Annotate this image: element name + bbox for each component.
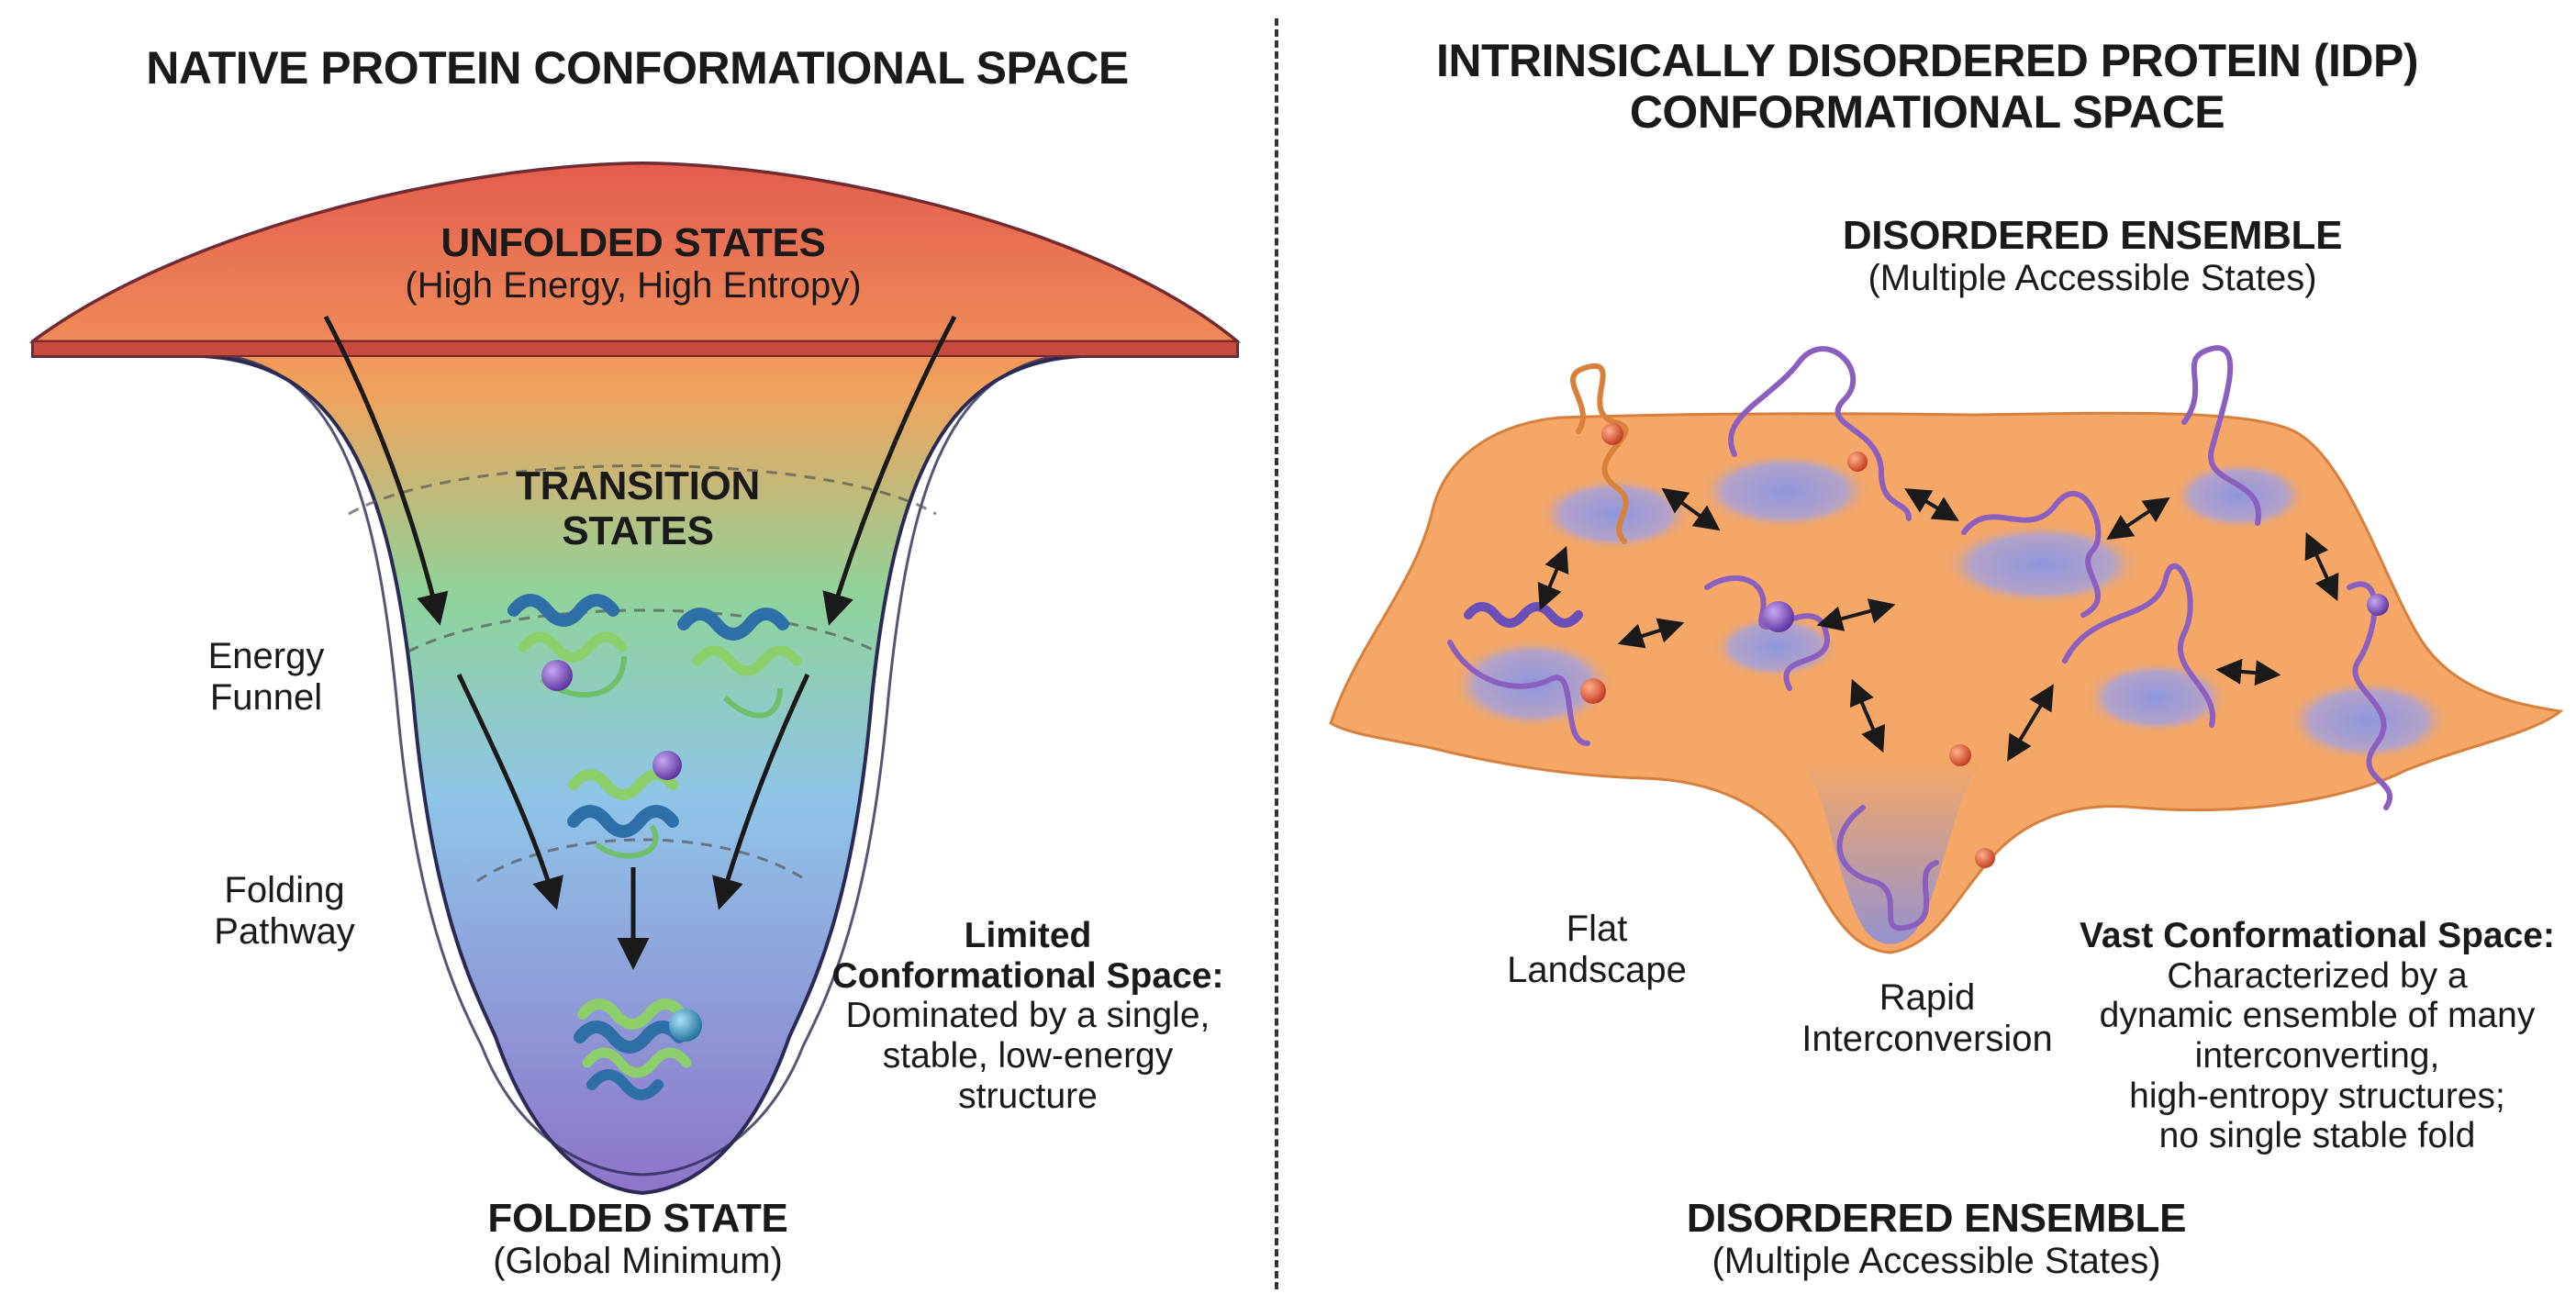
folding-pathway-arrows bbox=[323, 315, 957, 970]
flat-landscape-label: Flat Landscape bbox=[1468, 909, 1725, 991]
bottom-ensemble-subtitle: (Multiple Accessible States) bbox=[1712, 1241, 2161, 1282]
transition-states-line2: STATES bbox=[562, 508, 714, 554]
folded-state-subtitle: (Global Minimum) bbox=[493, 1241, 783, 1282]
transition-states-line1: TRANSITION bbox=[516, 463, 760, 508]
rapid-line2: Interconversion bbox=[1801, 1018, 2053, 1059]
limited-note-bold1: Limited bbox=[964, 916, 1092, 955]
top-ensemble-subtitle: (Multiple Accessible States) bbox=[1868, 258, 2317, 299]
transition-protein-left bbox=[507, 594, 628, 698]
folding-pathway-line1: Folding bbox=[224, 870, 345, 910]
unfolded-states-title: UNFOLDED STATES bbox=[440, 220, 826, 265]
unfolded-states-label: UNFOLDED STATES (High Energy, High Entro… bbox=[184, 220, 1083, 307]
idp-landscape-surface bbox=[1329, 411, 2564, 954]
left-panel-title: NATIVE PROTEIN CONFORMATIONAL SPACE bbox=[146, 42, 1129, 94]
vast-conformational-space-note: Vast Conformational Space: Characterized… bbox=[2079, 916, 2556, 1156]
energy-funnel-label: Energy Funnel bbox=[156, 636, 376, 719]
energy-funnel-line1: Energy bbox=[207, 636, 325, 676]
vast-note-line4: high-entropy structures; bbox=[2129, 1076, 2505, 1116]
vast-note-line1: Characterized by a bbox=[2167, 955, 2468, 996]
right-panel-title: INTRINSICALLY DISORDERED PROTEIN (IDP) C… bbox=[1285, 35, 2570, 138]
vast-note-bold: Vast Conformational Space: bbox=[2080, 916, 2555, 955]
disordered-chains bbox=[1447, 345, 2393, 931]
folding-pathway-line2: Pathway bbox=[214, 910, 355, 952]
bottom-disordered-ensemble-label: DISORDERED ENSEMBLE (Multiple Accessible… bbox=[1615, 1196, 2258, 1282]
right-panel-title-line2: CONFORMATIONAL SPACE bbox=[1629, 86, 2225, 138]
flat-landscape-line1: Flat bbox=[1566, 909, 1628, 949]
limited-note-line1: Dominated by a single, bbox=[845, 996, 1210, 1036]
limited-note-line2: stable, low-energy bbox=[882, 1036, 1174, 1076]
transition-protein-middle bbox=[567, 751, 682, 859]
vast-note-line3: interconverting, bbox=[2194, 1036, 2440, 1076]
transition-states-label: TRANSITION STATES bbox=[450, 463, 826, 554]
energy-funnel-shape bbox=[28, 161, 1242, 1196]
limited-conformational-space-note: Limited Conformational Space: Dominated … bbox=[817, 916, 1239, 1116]
folding-pathway-label: Folding Pathway bbox=[174, 870, 395, 953]
vast-note-line5: no single stable fold bbox=[2158, 1116, 2476, 1156]
folded-protein bbox=[574, 998, 702, 1100]
unfolded-states-subtitle: (High Energy, High Entropy) bbox=[405, 265, 862, 307]
panel-divider bbox=[1275, 18, 1278, 1289]
limited-note-line3: structure bbox=[958, 1076, 1098, 1116]
top-disordered-ensemble-label: DISORDERED ENSEMBLE (Multiple Accessible… bbox=[1551, 213, 2576, 299]
top-ensemble-title: DISORDERED ENSEMBLE bbox=[1842, 213, 2343, 258]
rapid-interconversion-label: Rapid Interconversion bbox=[1762, 977, 2092, 1060]
right-panel-title-line1: INTRINSICALLY DISORDERED PROTEIN (IDP) bbox=[1436, 35, 2419, 86]
transition-protein-right bbox=[677, 608, 802, 719]
bottom-ensemble-title: DISORDERED ENSEMBLE bbox=[1686, 1196, 2187, 1241]
limited-note-bold2: Conformational Space: bbox=[831, 955, 1224, 996]
vast-note-line2: dynamic ensemble of many bbox=[2099, 996, 2536, 1036]
flat-landscape-line2: Landscape bbox=[1507, 949, 1687, 990]
interconversion-arrows bbox=[1537, 487, 2339, 762]
energy-funnel-line2: Funnel bbox=[209, 676, 323, 718]
rapid-line1: Rapid bbox=[1879, 977, 1976, 1018]
folded-state-label: FOLDED STATE (Global Minimum) bbox=[367, 1196, 909, 1282]
folded-state-title: FOLDED STATE bbox=[487, 1196, 788, 1241]
chain-end-beads bbox=[1580, 423, 2389, 868]
